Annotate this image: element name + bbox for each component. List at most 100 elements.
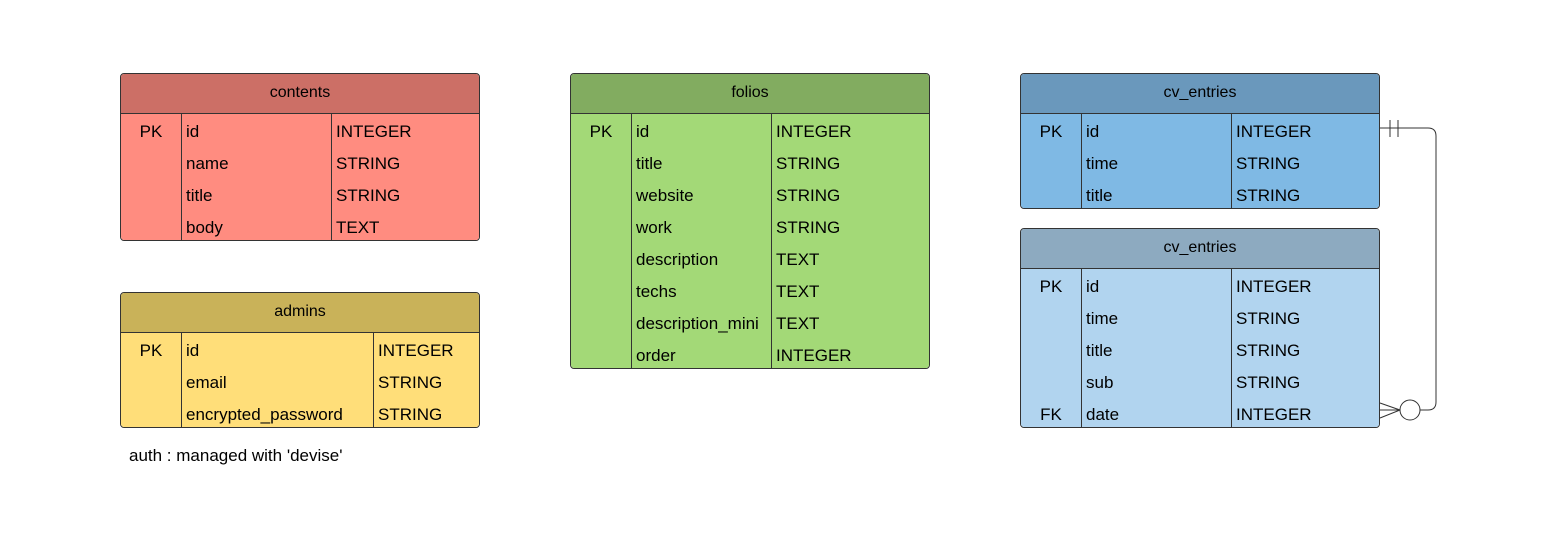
table-row: PK id INTEGER bbox=[121, 335, 479, 367]
table-title: folios bbox=[571, 74, 929, 114]
crowfoot-marker bbox=[1379, 402, 1401, 419]
auth-note: auth : managed with 'devise' bbox=[129, 446, 343, 465]
field-name: id bbox=[636, 122, 650, 141]
table-row: email STRING bbox=[121, 367, 479, 399]
column-divider bbox=[1081, 114, 1082, 208]
field-type: STRING bbox=[378, 405, 443, 424]
field-name: techs bbox=[636, 282, 677, 301]
column-divider bbox=[631, 114, 632, 368]
field-name: title bbox=[186, 186, 213, 205]
field-name: description_mini bbox=[636, 314, 759, 333]
table-row: time STRING bbox=[1021, 303, 1379, 335]
table-row: description_mini TEXT bbox=[571, 308, 929, 340]
table-row: title STRING bbox=[121, 180, 479, 212]
field-name: work bbox=[636, 218, 672, 237]
column-divider bbox=[1231, 269, 1232, 427]
field-type: TEXT bbox=[776, 250, 820, 269]
field-type: INTEGER bbox=[776, 346, 852, 365]
field-name: time bbox=[1086, 154, 1119, 173]
column-divider bbox=[181, 114, 182, 240]
field-type: STRING bbox=[1236, 341, 1301, 360]
table-row: title STRING bbox=[571, 148, 929, 180]
field-name: description bbox=[636, 250, 719, 269]
table-title: contents bbox=[121, 74, 479, 114]
field-type: INTEGER bbox=[1236, 277, 1312, 296]
key-cell: PK bbox=[1039, 122, 1063, 141]
field-name: id bbox=[186, 122, 200, 141]
field-type: TEXT bbox=[336, 218, 380, 237]
relationship-line bbox=[1380, 127, 1437, 411]
key-cell: PK bbox=[139, 341, 163, 360]
column-divider bbox=[181, 333, 182, 427]
field-type: STRING bbox=[776, 154, 841, 173]
field-name: id bbox=[1086, 122, 1100, 141]
field-name: title bbox=[1086, 186, 1113, 205]
field-type: STRING bbox=[776, 186, 841, 205]
field-type: INTEGER bbox=[1236, 122, 1312, 141]
table-row: order INTEGER bbox=[571, 340, 929, 368]
field-type: INTEGER bbox=[378, 341, 454, 360]
field-name: email bbox=[186, 373, 227, 392]
field-name: id bbox=[186, 341, 200, 360]
field-type: STRING bbox=[776, 218, 841, 237]
field-type: TEXT bbox=[776, 314, 820, 333]
table-row: PK id INTEGER bbox=[1021, 116, 1379, 148]
field-name: time bbox=[1086, 309, 1119, 328]
field-name: body bbox=[186, 218, 223, 237]
column-divider bbox=[771, 114, 772, 368]
key-cell: PK bbox=[139, 122, 163, 141]
zero-circle-marker bbox=[1399, 399, 1421, 421]
field-type: INTEGER bbox=[776, 122, 852, 141]
table-row: work STRING bbox=[571, 212, 929, 244]
field-name: sub bbox=[1086, 373, 1114, 392]
column-divider bbox=[331, 114, 332, 240]
field-type: STRING bbox=[1236, 186, 1301, 205]
table-row: FK date INTEGER bbox=[1021, 399, 1379, 427]
field-type: STRING bbox=[336, 186, 401, 205]
field-name: date bbox=[1086, 405, 1120, 424]
table-row: description TEXT bbox=[571, 244, 929, 276]
table-row: PK id INTEGER bbox=[571, 116, 929, 148]
table-title: cv_entries bbox=[1021, 229, 1379, 269]
table-row: PK id INTEGER bbox=[1021, 271, 1379, 303]
table-row: name STRING bbox=[121, 148, 479, 180]
key-cell: PK bbox=[1039, 277, 1063, 296]
field-type: INTEGER bbox=[1236, 405, 1312, 424]
field-type: STRING bbox=[1236, 373, 1301, 392]
table-row: techs TEXT bbox=[571, 276, 929, 308]
field-name: title bbox=[636, 154, 663, 173]
field-name: order bbox=[636, 346, 676, 365]
key-cell: FK bbox=[1040, 405, 1062, 424]
table-title: admins bbox=[121, 293, 479, 333]
column-divider bbox=[1081, 269, 1082, 427]
field-name: encrypted_password bbox=[186, 405, 343, 424]
table-row: title STRING bbox=[1021, 180, 1379, 208]
table-row: encrypted_password STRING bbox=[121, 399, 479, 427]
column-divider bbox=[1231, 114, 1232, 208]
table-title: cv_entries bbox=[1021, 74, 1379, 114]
key-cell: PK bbox=[589, 122, 613, 141]
field-type: STRING bbox=[378, 373, 443, 392]
field-name: name bbox=[186, 154, 229, 173]
field-name: id bbox=[1086, 277, 1100, 296]
field-type: STRING bbox=[1236, 309, 1301, 328]
field-type: STRING bbox=[336, 154, 401, 173]
field-type: TEXT bbox=[776, 282, 820, 301]
table-row: body TEXT bbox=[121, 212, 479, 240]
table-row: sub STRING bbox=[1021, 367, 1379, 399]
